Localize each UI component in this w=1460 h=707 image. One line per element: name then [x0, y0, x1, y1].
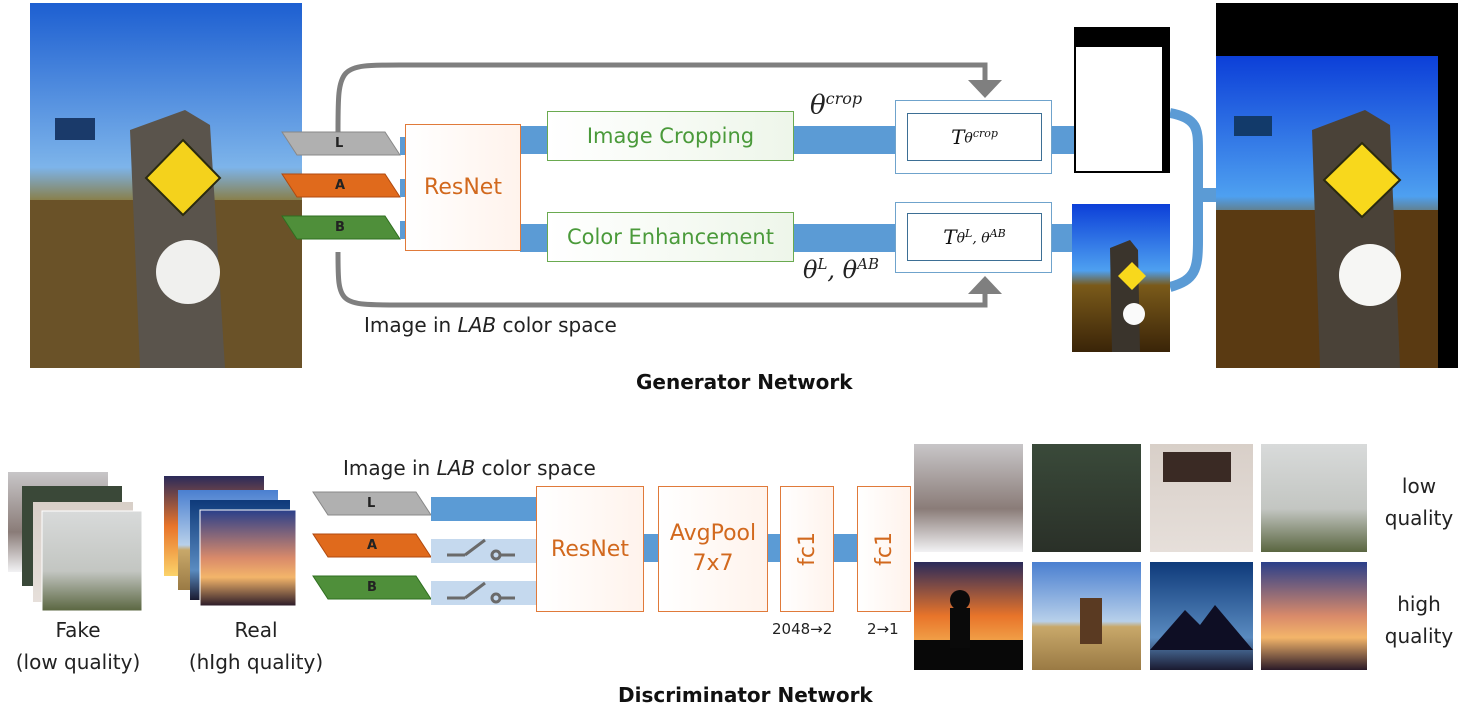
color-enhanced-thumb	[1072, 204, 1170, 352]
crop-skip-arrow	[335, 62, 988, 133]
real-image-stack	[164, 476, 297, 607]
disc-channel-a: A	[367, 538, 378, 553]
generator-caption: Generator Network	[636, 370, 853, 394]
fake-image-stack	[8, 472, 143, 612]
discriminator-resnet-box: ResNet	[536, 486, 644, 612]
low-quality-thumbs	[914, 444, 1367, 552]
generator-channel-slabs	[281, 131, 401, 240]
fc1b-dims: 2→1	[867, 620, 899, 638]
disc-channel-l: L	[367, 496, 376, 511]
fake-label: Fake(low quality)	[15, 618, 141, 674]
fc1-box-a: fc1	[780, 486, 834, 612]
high-quality-thumbs	[914, 562, 1367, 670]
gen-channel-l: L	[335, 136, 344, 151]
gen-channel-b: B	[335, 220, 345, 235]
fc1-box-b: fc1	[857, 486, 911, 612]
real-label: Real(hIgh quality)	[188, 618, 324, 674]
color-enhancement-box: Color Enhancement	[547, 212, 794, 262]
switch-a-icon	[447, 538, 515, 561]
discriminator-channel-slabs	[312, 491, 432, 600]
discriminator-lab-label: Image in LAB color space	[343, 456, 596, 480]
generator-resnet-box: ResNet	[405, 124, 521, 251]
generator-output-photo	[1216, 3, 1458, 368]
generator-input-photo	[30, 3, 302, 368]
generator-lab-label: Image in LAB color space	[364, 313, 617, 337]
fc1a-dims: 2048→2	[772, 620, 833, 638]
gen-channel-a: A	[335, 178, 346, 193]
image-cropping-box: Image Cropping	[547, 111, 794, 161]
theta-color-label: θL, θAB	[803, 255, 879, 284]
crop-mask-thumb	[1074, 27, 1170, 173]
switch-b-icon	[447, 581, 515, 604]
color-skip-arrow	[335, 251, 988, 308]
disc-channel-b: B	[367, 580, 377, 595]
theta-crop-label: θcrop	[810, 89, 863, 121]
discriminator-caption: Discriminator Network	[618, 683, 873, 707]
